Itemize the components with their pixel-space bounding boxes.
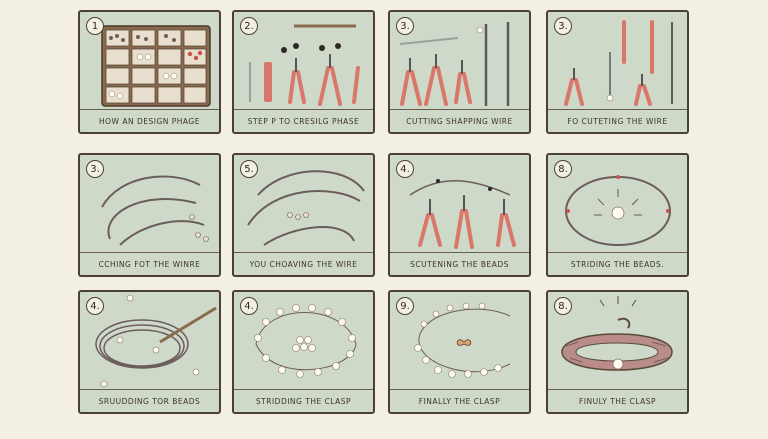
step-panel-6: 5. YOU CHOAVING THE WIRE <box>232 153 375 277</box>
step-number-badge: 4. <box>396 160 414 178</box>
curved-wire-illustration <box>101 175 209 246</box>
wire-loop-illustration <box>565 175 671 246</box>
step-panel-11: 9. FINALLY THE CLASP <box>388 290 531 414</box>
step-panel-2: 2. STEP P TO CRESILG PHASE <box>232 10 375 134</box>
step-panel-4: 3. FO CUTETING THE WIRE <box>546 10 689 134</box>
step-number-badge: 4. <box>240 297 258 315</box>
step-number-badge: 3. <box>396 17 414 35</box>
step-panel-3: 3. CUTTING SHAPPING WIRE <box>388 10 531 134</box>
step-caption: STEP P TO CRESILG PHASE <box>234 109 373 132</box>
step-panel-10: 4. STRIDDING THE CLASP <box>232 290 375 414</box>
pliers-illustration <box>399 22 510 106</box>
step-panel-8: 8. STRIDING THE BEADS. <box>546 153 689 277</box>
braided-bracelet-illustration <box>561 296 673 371</box>
step-number-badge: 4. <box>86 297 104 315</box>
step-panel-7: 4. SCUTENING THE BEADS <box>388 153 531 277</box>
step-number-badge: 2. <box>240 17 258 35</box>
step-panel-1: 1 HOW AN DESIGN PHAGE <box>78 10 221 134</box>
coiled-wire-illustration <box>95 294 217 388</box>
step-caption: STRIDDING THE CLASP <box>234 389 373 412</box>
step-caption: CCHING FOT THE WINRE <box>80 252 219 275</box>
step-caption: CUTTING SHAPPING WIRE <box>390 109 529 132</box>
step-panel-9: 4. SRUUDDING TOR BEADS <box>78 290 221 414</box>
beaded-strand-illustration <box>254 304 357 378</box>
step-number-badge: 9. <box>396 297 414 315</box>
step-caption: SRUUDDING TOR BEADS <box>80 389 219 412</box>
step-number-badge: 8. <box>554 297 572 315</box>
step-caption: FO CUTETING THE WIRE <box>548 109 687 132</box>
step-caption: YOU CHOAVING THE WIRE <box>234 252 373 275</box>
necklace-butterfly-illustration <box>414 302 511 378</box>
step-caption: HOW AN DESIGN PHAGE <box>80 109 219 132</box>
step-number-badge: 1 <box>86 17 104 35</box>
step-number-badge: 3. <box>554 17 572 35</box>
step-caption: STRIDING THE BEADS. <box>548 252 687 275</box>
cutting-beads-illustration <box>409 179 516 249</box>
tools-illustration <box>249 24 360 106</box>
shaping-wire-illustration <box>247 170 365 246</box>
step-number-badge: 5. <box>240 160 258 178</box>
step-number-badge: 3. <box>86 160 104 178</box>
step-panel-5: 3. CCHING FOT THE WINRE <box>78 153 221 277</box>
step-caption: FINULY THE CLASP <box>548 389 687 412</box>
step-caption: FINALLY THE CLASP <box>390 389 529 412</box>
bead-organizer-illustration <box>101 25 211 107</box>
step-number-badge: 8. <box>554 160 572 178</box>
step-panel-12: 8. FINULY THE CLASP <box>546 290 689 414</box>
wire-cutter-illustration <box>564 20 673 106</box>
step-caption: SCUTENING THE BEADS <box>390 252 529 275</box>
